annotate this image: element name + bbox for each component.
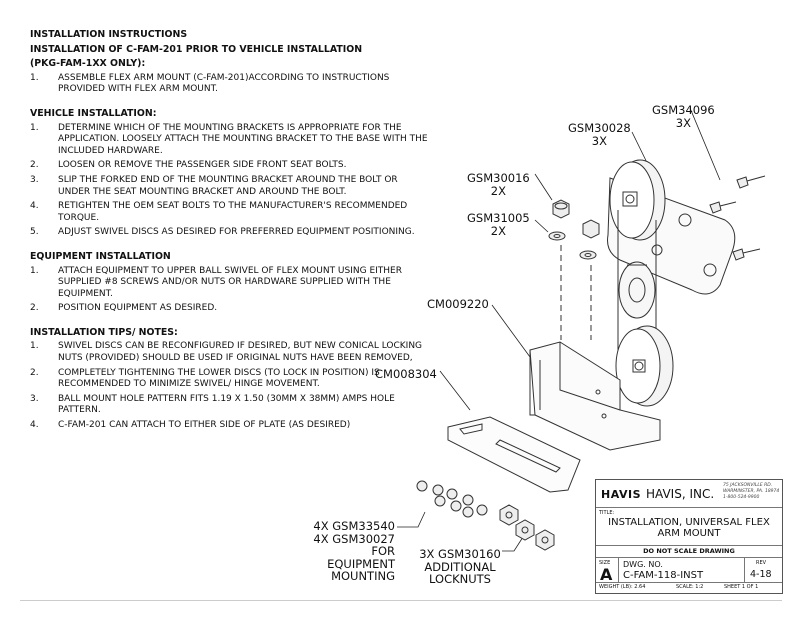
list-item: 1.SWIVEL DISCS CAN BE RECONFIGURED IF DE… <box>30 341 423 364</box>
weight: WEIGHT (LB): 2.64 <box>599 584 646 590</box>
scale: SCALE: 1:2 <box>676 584 704 590</box>
havis-logo: HAVIS <box>601 488 642 501</box>
package-note: (PKG-FAM-1XX ONLY): <box>30 58 146 70</box>
title-block: HAVIS HAVIS, INC. 75 JACKSONVILLE RD. WA… <box>595 479 783 594</box>
lower-swivel-disc <box>615 325 674 407</box>
exploded-assembly-drawing <box>397 107 766 552</box>
tips-heading: INSTALLATION TIPS/ NOTES: <box>30 326 178 338</box>
dwg-row: SIZE A DWG. NO. C-FAM-118-INST REV 4-18 <box>596 558 782 584</box>
list-item: 3.BALL MOUNT HOLE PATTERN FITS 1.19 X 1.… <box>30 393 395 416</box>
mounting-bracket <box>529 341 661 451</box>
rev-label: REV <box>756 560 767 566</box>
size-value: A <box>600 565 613 584</box>
list-item: 3.SLIP THE FORKED END OF THE MOUNTING BR… <box>30 174 398 197</box>
callout-cm009220: CM009220 <box>427 297 489 311</box>
hardware-nuts-washers <box>548 199 600 340</box>
list-item: 2.LOOSEN OR REMOVE THE PASSENGER SIDE FR… <box>30 160 347 171</box>
hardware-screws-gsm34096 <box>709 175 766 261</box>
upper-swivel-disc <box>609 159 666 241</box>
callout-gsm30016: GSM30016 2X <box>467 171 530 198</box>
company-address: 75 JACKSONVILLE RD. WARMINSTER, PA. 1897… <box>723 483 780 500</box>
list-item: 2.COMPLETELY TIGHTENING THE LOWER DISCS … <box>30 367 380 390</box>
dwg-number: C-FAM-118-INST <box>623 570 704 581</box>
list-item: 1.DETERMINE WHICH OF THE MOUNTING BRACKE… <box>30 122 428 156</box>
list-item: 2.POSITION EQUIPMENT AS DESIRED. <box>30 303 218 314</box>
title-row: TITLE: INSTALLATION, UNIVERSAL FLEX ARM … <box>596 508 782 546</box>
base-plate <box>447 416 581 493</box>
page-bottom-rule <box>20 600 782 601</box>
tips-list: 1.SWIVEL DISCS CAN BE RECONFIGURED IF DE… <box>30 341 430 431</box>
drawing-sheet: INSTALLATION INSTRUCTIONS INSTALLATION O… <box>20 20 783 594</box>
callout-cm008304: CM008304 <box>375 367 437 381</box>
equipment-steps-list: 1.ATTACH EQUIPMENT TO UPPER BALL SWIVEL … <box>30 266 430 315</box>
hardware-locknuts-gsm30160 <box>499 504 555 551</box>
sheet: SHEET 1 OF 1 <box>724 584 759 590</box>
vehicle-steps-list: 1.DETERMINE WHICH OF THE MOUNTING BRACKE… <box>30 123 430 239</box>
hardware-screws-gsm33540 <box>416 480 488 518</box>
callout-screws: 4X GSM33540 4X GSM30027 FOR EQUIPMENT MO… <box>313 519 395 583</box>
instructions-title: INSTALLATION INSTRUCTIONS <box>30 29 188 40</box>
scale-note: DO NOT SCALE DRAWING <box>643 547 735 555</box>
flex-arm-body <box>617 210 657 360</box>
list-item: 5.ADJUST SWIVEL DISCS AS DESIRED FOR PRE… <box>30 227 415 238</box>
list-item: 4.RETIGHTEN THE OEM SEAT BOLTS TO THE MA… <box>30 201 408 223</box>
instructions-panel: INSTALLATION INSTRUCTIONS INSTALLATION O… <box>30 29 430 432</box>
list-item: 1.ATTACH EQUIPMENT TO UPPER BALL SWIVEL … <box>30 265 402 299</box>
list-item: 4.C-FAM-201 CAN ATTACH TO EITHER SIDE OF… <box>30 420 351 431</box>
rev-value: 4-18 <box>750 569 772 580</box>
callout-locknuts: 3X GSM30160 ADDITIONAL LOCKNUTS <box>419 547 501 586</box>
pre-steps-list: 1.ASSEMBLE FLEX ARM MOUNT (C-FAM-201)ACC… <box>30 73 430 96</box>
callout-gsm30028: GSM30028 3X <box>568 121 631 148</box>
company-name: HAVIS, INC. <box>646 487 715 501</box>
company-row: HAVIS HAVIS, INC. 75 JACKSONVILLE RD. WA… <box>596 480 782 508</box>
vehicle-heading: VEHICLE INSTALLATION: <box>30 107 157 119</box>
size-label: SIZE <box>599 560 611 566</box>
callout-gsm34096: GSM34096 3X <box>652 103 715 130</box>
drawing-title: INSTALLATION, UNIVERSAL FLEX ARM MOUNT <box>608 517 770 539</box>
dwg-label: DWG. NO. <box>623 560 663 569</box>
equipment-heading: EQUIPMENT INSTALLATION <box>30 250 171 262</box>
instructions-subtitle: INSTALLATION OF C-FAM-201 PRIOR TO VEHIC… <box>30 43 363 55</box>
callout-gsm31005: GSM31005 2X <box>467 211 530 238</box>
note-row: DO NOT SCALE DRAWING <box>596 546 782 558</box>
footer-row: WEIGHT (LB): 2.64 SCALE: 1:2 SHEET 1 OF … <box>596 583 782 593</box>
list-item: 1.ASSEMBLE FLEX ARM MOUNT (C-FAM-201)ACC… <box>30 72 390 95</box>
title-label: TITLE: <box>599 510 615 516</box>
